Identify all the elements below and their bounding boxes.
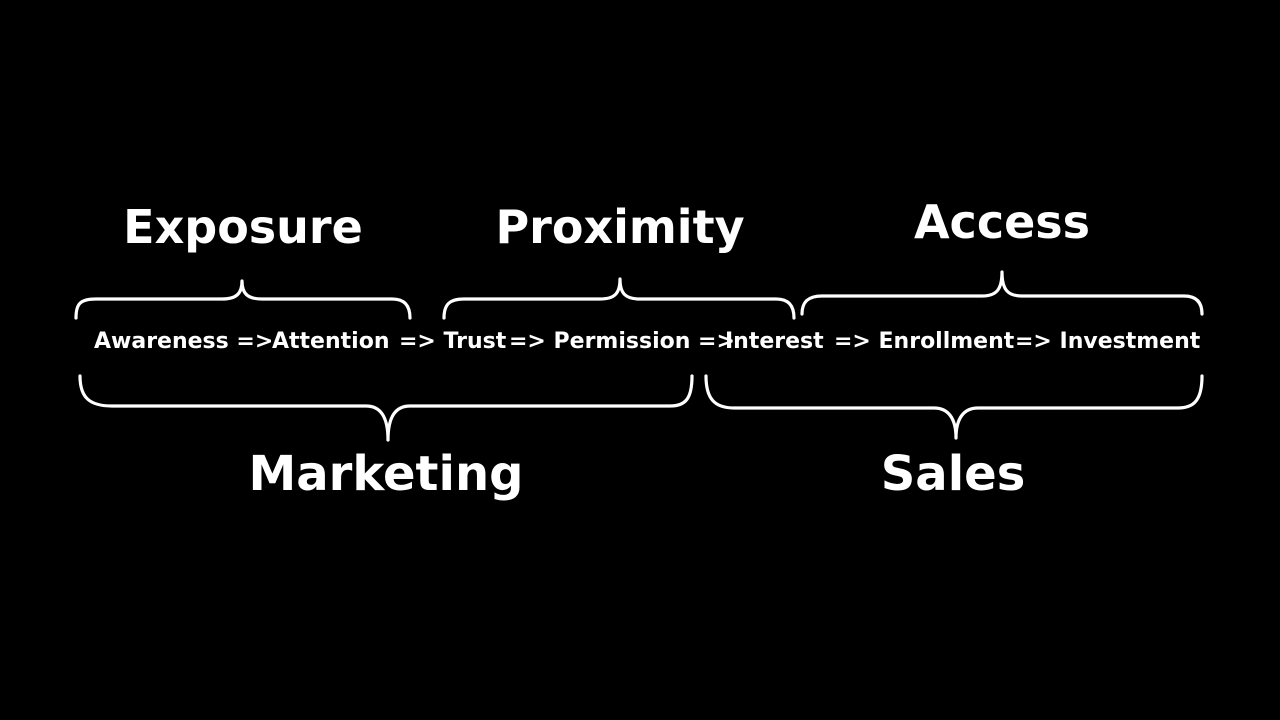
- brace-exposure: [74, 279, 412, 320]
- brace-access: [800, 270, 1204, 316]
- group-label-marketing: Marketing: [248, 446, 524, 502]
- stage-investment: => Investment: [1015, 329, 1201, 354]
- group-label-access: Access: [913, 195, 1091, 249]
- group-label-exposure: Exposure: [123, 200, 363, 254]
- stage-attention: Attention: [272, 329, 390, 354]
- stage-interest: Interest: [725, 329, 824, 354]
- group-label-proximity: Proximity: [495, 200, 745, 254]
- stage-row: Awareness => Attention => Trust => Permi…: [0, 324, 1280, 360]
- stage-trust: => Trust: [399, 329, 507, 354]
- stage-awareness: Awareness =>: [94, 329, 274, 354]
- brace-proximity: [442, 277, 796, 320]
- brace-sales: [704, 374, 1204, 440]
- stage-enrollment: => Enrollment: [834, 329, 1015, 354]
- stage-permission: => Permission =>: [509, 329, 735, 354]
- group-label-sales: Sales: [880, 446, 1026, 502]
- brace-marketing: [78, 374, 694, 442]
